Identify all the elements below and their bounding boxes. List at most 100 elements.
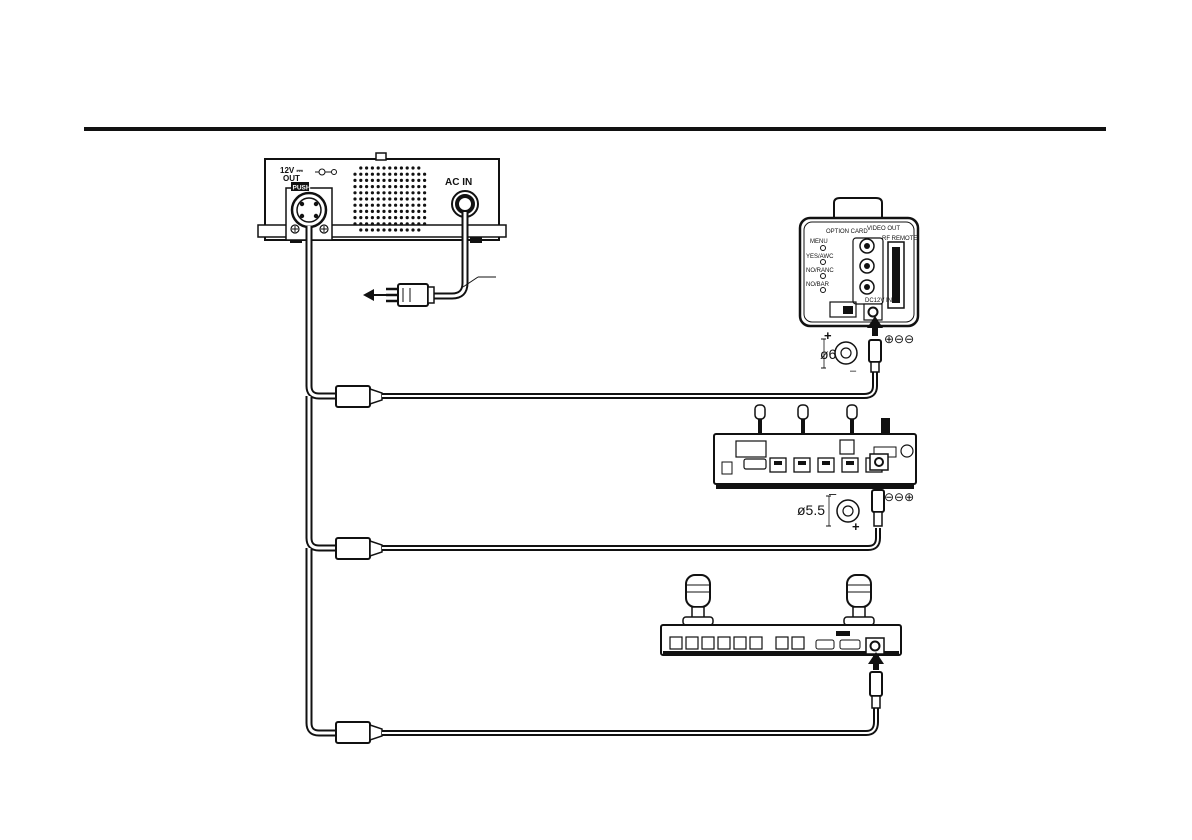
vent-hole bbox=[377, 222, 380, 225]
vent-hole bbox=[394, 166, 397, 169]
vent-hole bbox=[382, 179, 385, 182]
rj45-port[interactable] bbox=[718, 637, 730, 649]
vent-hole bbox=[382, 210, 385, 213]
antenna-tip bbox=[798, 405, 808, 419]
camera-label-menu: MENU bbox=[810, 239, 828, 245]
vent-hole bbox=[411, 222, 414, 225]
vent-hole bbox=[388, 191, 391, 194]
rj45-port[interactable] bbox=[702, 637, 714, 649]
vent-hole bbox=[365, 210, 368, 213]
controller-dc-in-jack[interactable] bbox=[866, 638, 884, 654]
vent-hole bbox=[417, 204, 420, 207]
vent-hole bbox=[365, 191, 368, 194]
vent-hole bbox=[411, 179, 414, 182]
vent-hole bbox=[371, 204, 374, 207]
cable-connector-2 bbox=[336, 538, 382, 559]
rj45-port[interactable] bbox=[734, 637, 746, 649]
vent-hole bbox=[353, 179, 356, 182]
vent-hole bbox=[417, 166, 420, 169]
vent-hole bbox=[365, 185, 368, 188]
vent-hole bbox=[365, 179, 368, 182]
output-label-line2: OUT bbox=[283, 174, 300, 183]
rj45-port[interactable] bbox=[792, 637, 804, 649]
vent-hole bbox=[388, 173, 391, 176]
rj45-port[interactable] bbox=[776, 637, 788, 649]
dc-in-label: DC12V IN bbox=[865, 298, 892, 304]
camera-power-cable bbox=[382, 370, 875, 396]
vent-hole bbox=[406, 222, 409, 225]
vent-hole bbox=[423, 210, 426, 213]
joystick-left[interactable] bbox=[683, 575, 713, 625]
vent-hole bbox=[388, 204, 391, 207]
vent-hole bbox=[423, 222, 426, 225]
rj45-port-row-large bbox=[670, 637, 804, 649]
vent-hole bbox=[353, 222, 356, 225]
camera-dc-in-jack[interactable] bbox=[864, 304, 882, 320]
vent-hole bbox=[411, 228, 414, 231]
control-unit-dc-in-jack[interactable] bbox=[870, 454, 888, 470]
rj45-port[interactable] bbox=[686, 637, 698, 649]
vent-hole bbox=[411, 173, 414, 176]
vent-hole bbox=[382, 166, 385, 169]
vent-hole bbox=[406, 228, 409, 231]
vent-hole bbox=[359, 222, 362, 225]
vent-hole bbox=[353, 216, 356, 219]
vent-hole bbox=[400, 216, 403, 219]
vent-hole bbox=[394, 210, 397, 213]
vent-hole bbox=[371, 191, 374, 194]
small-control-unit bbox=[714, 405, 916, 489]
dc-output-cable bbox=[309, 226, 338, 733]
vent-hole bbox=[400, 228, 403, 231]
camera-label-no: NO/RANC bbox=[806, 268, 834, 274]
vent-hole bbox=[377, 210, 380, 213]
vent-hole bbox=[359, 228, 362, 231]
vent-hole bbox=[365, 228, 368, 231]
header-rule bbox=[84, 127, 1106, 131]
rf-remote-label: RF REMOTE bbox=[882, 236, 917, 242]
vent-hole bbox=[371, 197, 374, 200]
vent-hole bbox=[371, 179, 374, 182]
vent-hole bbox=[400, 179, 403, 182]
vent-hole bbox=[353, 191, 356, 194]
vent-hole bbox=[417, 173, 420, 176]
vent-hole bbox=[377, 173, 380, 176]
vent-hole bbox=[394, 216, 397, 219]
camera-polarity-symbol: ⊕⊖⊖ bbox=[884, 332, 914, 346]
push-label: PUSH bbox=[293, 185, 311, 192]
vent-hole bbox=[365, 204, 368, 207]
vent-hole bbox=[400, 210, 403, 213]
rj45-port[interactable] bbox=[670, 637, 682, 649]
vent-hole bbox=[417, 228, 420, 231]
camera-dc-plug bbox=[867, 316, 883, 372]
vent-hole bbox=[377, 185, 380, 188]
vent-hole bbox=[417, 197, 420, 200]
vent-hole bbox=[365, 197, 368, 200]
vent-hole bbox=[377, 204, 380, 207]
vent-hole bbox=[377, 166, 380, 169]
vent-hole bbox=[394, 228, 397, 231]
joystick-right[interactable] bbox=[844, 575, 874, 625]
vent-hole bbox=[371, 166, 374, 169]
vent-hole bbox=[406, 210, 409, 213]
rj45-port[interactable] bbox=[750, 637, 762, 649]
vent-hole bbox=[382, 204, 385, 207]
vent-hole bbox=[394, 173, 397, 176]
vent-hole bbox=[394, 204, 397, 207]
vent-hole bbox=[400, 185, 403, 188]
vent-hole bbox=[406, 173, 409, 176]
vent-hole bbox=[417, 179, 420, 182]
control-unit-dc-plug bbox=[872, 490, 884, 526]
vent-hole bbox=[377, 179, 380, 182]
vent-hole bbox=[371, 216, 374, 219]
vent-hole bbox=[359, 185, 362, 188]
vent-hole bbox=[411, 197, 414, 200]
vent-hole bbox=[406, 185, 409, 188]
vent-hole bbox=[353, 210, 356, 213]
camera-plug-minus: – bbox=[850, 365, 857, 377]
vent-hole bbox=[382, 222, 385, 225]
vent-hole bbox=[400, 191, 403, 194]
vent-hole bbox=[400, 222, 403, 225]
vent-hole bbox=[388, 179, 391, 182]
vent-hole bbox=[423, 185, 426, 188]
vent-hole bbox=[394, 197, 397, 200]
